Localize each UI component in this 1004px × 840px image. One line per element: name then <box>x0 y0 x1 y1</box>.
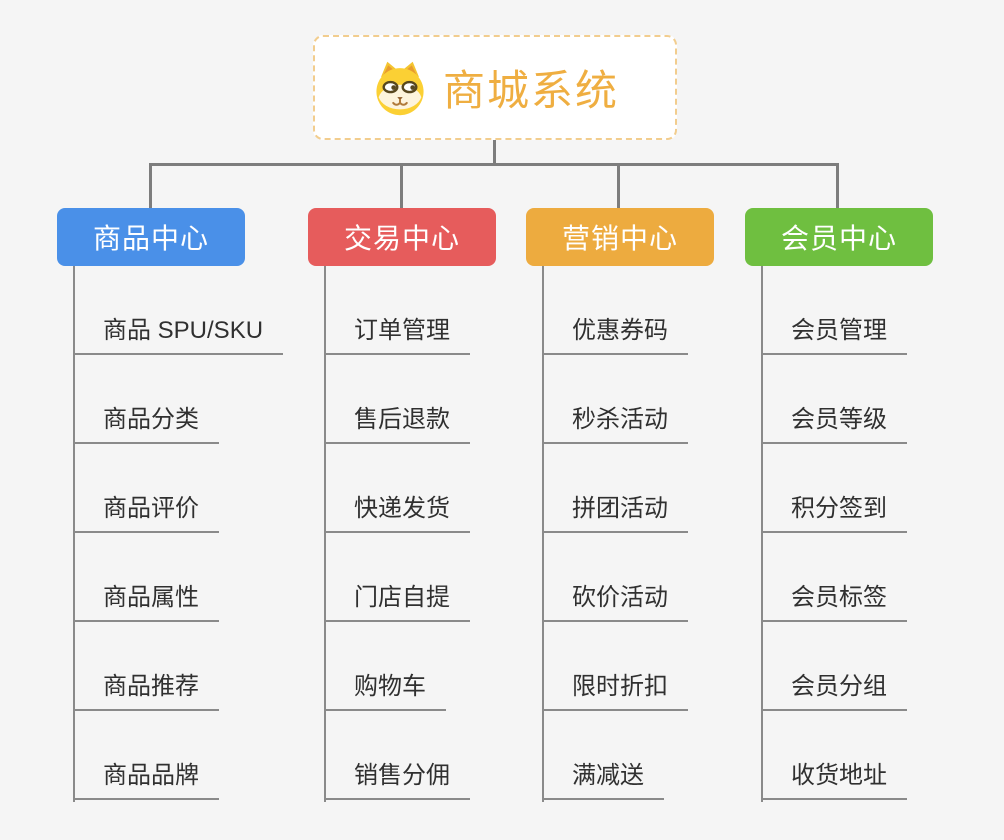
root-node[interactable]: 商城系统 <box>313 35 677 140</box>
child-node[interactable]: 满减送 <box>542 764 664 800</box>
branch-node-marketing[interactable]: 营销中心 <box>526 208 714 266</box>
branch-children-product: 商品 SPU/SKU 商品分类 商品评价 商品属性 商品推荐 商品品牌 <box>73 266 284 802</box>
child-node[interactable]: 商品属性 <box>73 586 219 622</box>
connector-root-stem <box>493 140 496 164</box>
child-node[interactable]: 快递发货 <box>324 497 470 533</box>
child-node[interactable]: 会员管理 <box>761 319 907 355</box>
child-node[interactable]: 秒杀活动 <box>542 408 688 444</box>
child-node[interactable]: 销售分佣 <box>324 764 470 800</box>
child-node[interactable]: 商品分类 <box>73 408 219 444</box>
branch-spine <box>542 266 544 802</box>
branch-children-marketing: 优惠券码 秒杀活动 拼团活动 砍价活动 限时折扣 满减送 <box>542 266 714 802</box>
child-node[interactable]: 优惠券码 <box>542 319 688 355</box>
branch-column-marketing: 营销中心 优惠券码 秒杀活动 拼团活动 砍价活动 限时折扣 满减送 <box>526 208 714 802</box>
child-node[interactable]: 订单管理 <box>324 319 470 355</box>
child-node[interactable]: 商品 SPU/SKU <box>73 319 284 355</box>
branch-node-member[interactable]: 会员中心 <box>745 208 933 266</box>
branch-column-product: 商品中心 商品 SPU/SKU 商品分类 商品评价 商品属性 商品推荐 商品品牌 <box>57 208 284 802</box>
connector-drop-3 <box>617 163 620 209</box>
child-node[interactable]: 拼团活动 <box>542 497 688 533</box>
branch-children-trade: 订单管理 售后退款 快递发货 门店自提 购物车 销售分佣 <box>324 266 496 802</box>
child-node[interactable]: 购物车 <box>324 675 446 711</box>
connector-drop-2 <box>400 163 403 209</box>
child-node[interactable]: 商品品牌 <box>73 764 219 800</box>
connector-drop-1 <box>149 163 152 209</box>
branch-column-trade: 交易中心 订单管理 售后退款 快递发货 门店自提 购物车 销售分佣 <box>308 208 496 802</box>
branch-children-member: 会员管理 会员等级 积分签到 会员标签 会员分组 收货地址 <box>761 266 933 802</box>
child-node[interactable]: 会员标签 <box>761 586 907 622</box>
child-node[interactable]: 会员等级 <box>761 408 907 444</box>
child-node[interactable]: 门店自提 <box>324 586 470 622</box>
child-node[interactable]: 售后退款 <box>324 408 470 444</box>
connector-drop-4 <box>836 163 839 209</box>
child-node[interactable]: 限时折扣 <box>542 675 688 711</box>
branch-column-member: 会员中心 会员管理 会员等级 积分签到 会员标签 会员分组 收货地址 <box>745 208 933 802</box>
dog-face-icon <box>371 59 429 117</box>
child-node[interactable]: 商品推荐 <box>73 675 219 711</box>
branch-node-trade[interactable]: 交易中心 <box>308 208 496 266</box>
child-node[interactable]: 会员分组 <box>761 675 907 711</box>
child-node[interactable]: 收货地址 <box>761 764 907 800</box>
branch-spine <box>73 266 75 802</box>
branch-node-product[interactable]: 商品中心 <box>57 208 245 266</box>
branch-spine <box>761 266 763 802</box>
child-node[interactable]: 砍价活动 <box>542 586 688 622</box>
child-node[interactable]: 商品评价 <box>73 497 219 533</box>
connector-horizontal-bar <box>149 163 839 166</box>
root-title: 商城系统 <box>442 67 619 114</box>
branch-spine <box>324 266 326 802</box>
child-node[interactable]: 积分签到 <box>761 497 907 533</box>
